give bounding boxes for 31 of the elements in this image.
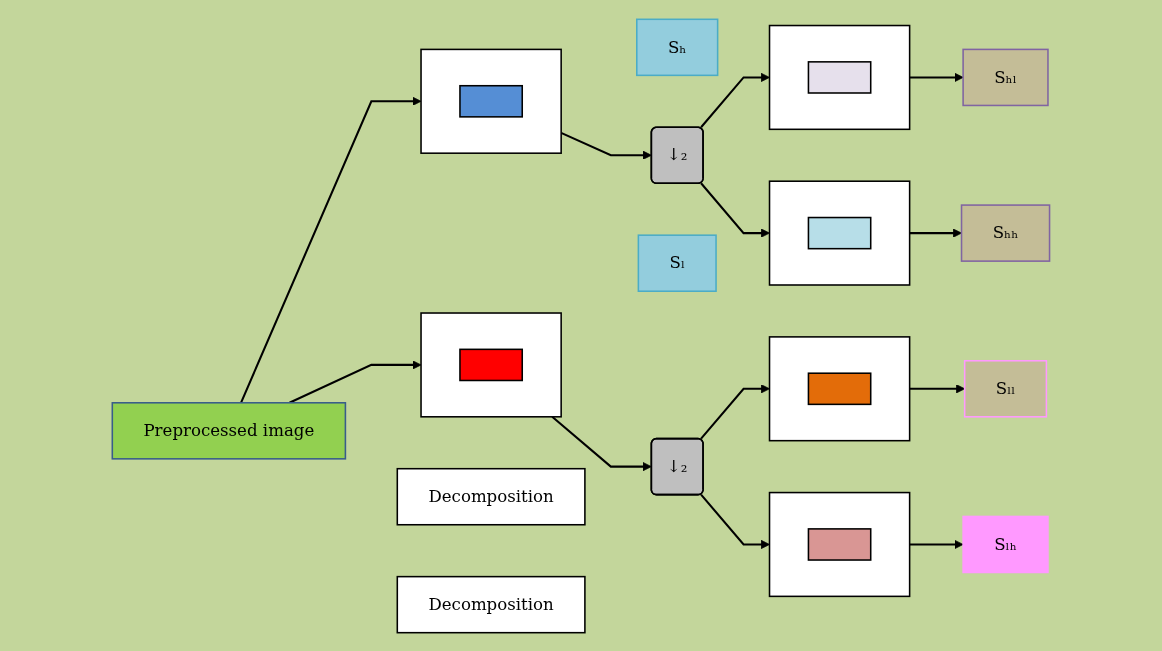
cluster: [768, 335, 911, 441]
node-box: [807, 371, 872, 405]
arrow: [700, 493, 770, 549]
cluster: [768, 491, 911, 597]
arrow: [700, 182, 770, 238]
node-box: Sₗₗ: [963, 359, 1048, 418]
arrow: [909, 539, 964, 549]
cluster: [420, 311, 562, 418]
node-box: [459, 84, 524, 118]
arrow: [909, 72, 964, 82]
node-box: Sₕₕ: [960, 203, 1051, 262]
arrow: [700, 72, 770, 128]
node-box: Sₕ: [636, 18, 719, 76]
node-box: Decomposition: [396, 575, 586, 633]
node-box: Decomposition: [396, 467, 586, 525]
node-box: Sₗ: [637, 233, 717, 292]
cluster: [768, 179, 911, 286]
node-box: [459, 348, 524, 381]
cluster: [420, 48, 562, 154]
node-box: Preprocessed image: [111, 401, 347, 460]
cluster: [768, 24, 911, 130]
node-box: Sₗₕ: [962, 515, 1049, 573]
arrow: [289, 359, 422, 404]
node-box: [807, 60, 872, 94]
arrow: [909, 228, 962, 238]
arrow: [700, 383, 770, 439]
arrow: [551, 415, 652, 471]
node-box: [807, 527, 872, 561]
node-box: [807, 216, 872, 249]
arrow: [240, 96, 422, 403]
node-box: Sₕₗ: [962, 48, 1049, 106]
